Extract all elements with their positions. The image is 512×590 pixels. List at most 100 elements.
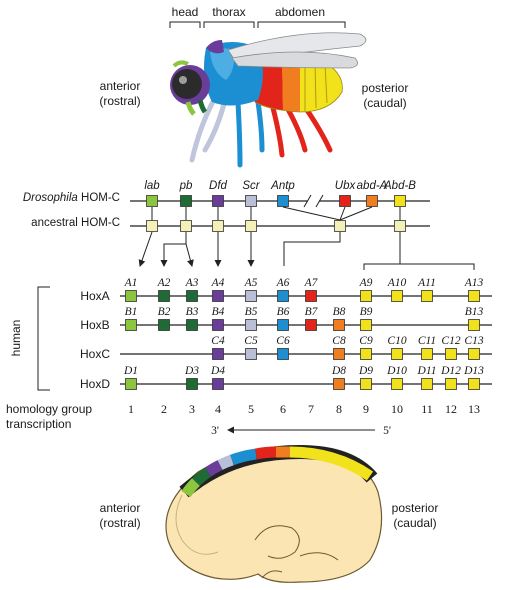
hox-gene-label: B7: [305, 306, 319, 318]
hox-gene-box: [445, 348, 457, 360]
hox-band-segment: [289, 446, 374, 481]
hox-gene-label: D13: [463, 365, 484, 377]
hox-gene-label: C12: [441, 335, 460, 347]
hox-gene-label: A1: [124, 277, 138, 289]
hox-gene-label: B13: [465, 306, 484, 318]
embryo-posterior-label: posterior: [392, 501, 439, 515]
fly-gene-label: Antp: [270, 180, 295, 192]
hox-gene-label: A3: [185, 277, 199, 289]
hox-band-segment: [217, 454, 234, 470]
thorax-bracket: [203, 21, 255, 28]
break-mark-2: [315, 194, 324, 208]
fly-gene-label: pb: [179, 180, 193, 192]
hox-gene-label: C5: [244, 335, 258, 347]
fly-gene-label: Dfd: [209, 180, 228, 192]
hox-gene-box: [277, 348, 289, 360]
hox-gene-label: C13: [464, 335, 483, 347]
fly-gene-box: [212, 195, 224, 207]
embryo-rostral-label: (rostral): [99, 516, 140, 530]
hox-gene-label: D8: [331, 365, 346, 377]
human-bracket: [37, 286, 50, 391]
homology-number: 6: [280, 402, 286, 416]
homology-number: 3: [189, 402, 195, 416]
ancestral-gene-box: [334, 220, 346, 232]
homology-number: 1: [128, 402, 134, 416]
hox-gene-label: A10: [387, 277, 407, 289]
ancestral-gene-box: [180, 220, 192, 232]
hox-gene-box: [245, 319, 257, 331]
hox-gene-box: [468, 319, 480, 331]
embryo-head-contour: [175, 494, 219, 555]
fly-wing-lower: [231, 51, 358, 69]
break-mark-1: [303, 194, 312, 208]
ancestral-gene-box: [212, 220, 224, 232]
homology-number: 4: [215, 402, 221, 416]
hox-gene-label: B8: [333, 306, 346, 318]
fly-illustration: head thorax abdomen: [99, 5, 408, 168]
fly-thorax-highlight: [210, 48, 235, 80]
hox-gene-box: [305, 319, 317, 331]
homology-number: 2: [161, 402, 167, 416]
fly-gene-box: [180, 195, 192, 207]
embryo-limb: [254, 525, 300, 559]
hox-gene-label: A7: [304, 277, 319, 289]
hox-gene-label: A6: [276, 277, 290, 289]
hox-gene-label: A4: [211, 277, 225, 289]
hox-gene-label: D4: [210, 365, 225, 377]
hox-gene-box: [212, 290, 224, 302]
ancestral-gene-box: [146, 220, 158, 232]
homology-number: 13: [468, 402, 480, 416]
homology-number: 7: [308, 402, 314, 416]
fly-gene-box: [146, 195, 158, 207]
hox-gene-label: B4: [212, 306, 225, 318]
hox-gene-label: B1: [125, 306, 138, 318]
hox-gene-label: C8: [332, 335, 346, 347]
hox-gene-label: B9: [360, 306, 373, 318]
thorax-label: thorax: [212, 5, 245, 19]
cluster-label: HoxD: [80, 377, 110, 391]
hox-gene-label: A2: [157, 277, 171, 289]
hox-gene-box: [391, 378, 403, 390]
hox-gene-label: C6: [276, 335, 290, 347]
hox-band-segment: [229, 448, 257, 466]
fly-head: [170, 60, 210, 116]
hox-gene-box: [212, 378, 224, 390]
fly-gene-box: [245, 195, 257, 207]
homology-number: 10: [391, 402, 403, 416]
hox-expression-band: [181, 446, 374, 498]
hox-gene-box: [212, 348, 224, 360]
ancestral-homc: ancestral HOM-C: [31, 217, 430, 232]
hox-gene-box: [245, 290, 257, 302]
hox-gene-label: D12: [440, 365, 461, 377]
embryo-caudal-label: (caudal): [393, 516, 436, 530]
hox-gene-label: C9: [359, 335, 373, 347]
hox-gene-box: [421, 290, 433, 302]
hox-band-segment: [254, 446, 277, 460]
fly-gene-box: [394, 195, 406, 207]
homology-connectors: [138, 206, 475, 270]
hox-gene-label: D10: [386, 365, 407, 377]
homology-group-label: homology group: [6, 402, 92, 416]
fly-rostral-label: (rostral): [99, 94, 140, 108]
hox-gene-box: [360, 378, 372, 390]
embryo-illustration: anterior (rostral) posterior (caudal): [99, 444, 439, 583]
fly-gene-box: [339, 195, 351, 207]
ancestral-gene-box: [394, 220, 406, 232]
hox-gene-box: [421, 348, 433, 360]
transcription-5prime: 5': [383, 425, 391, 437]
head-bracket: [169, 21, 201, 28]
hox-gene-label: A13: [464, 277, 484, 289]
drosophila-homc-label: Drosophila HOM-C: [23, 192, 120, 204]
hox-gene-box: [245, 348, 257, 360]
hox-gene-box: [421, 378, 433, 390]
hox-gene-box: [445, 378, 457, 390]
transcription-label: transcription: [6, 417, 71, 431]
hox-gene-label: A5: [244, 277, 258, 289]
fly-gene-box: [366, 195, 378, 207]
cluster-label: HoxC: [80, 347, 110, 361]
ancestral-gene-box: [245, 220, 257, 232]
